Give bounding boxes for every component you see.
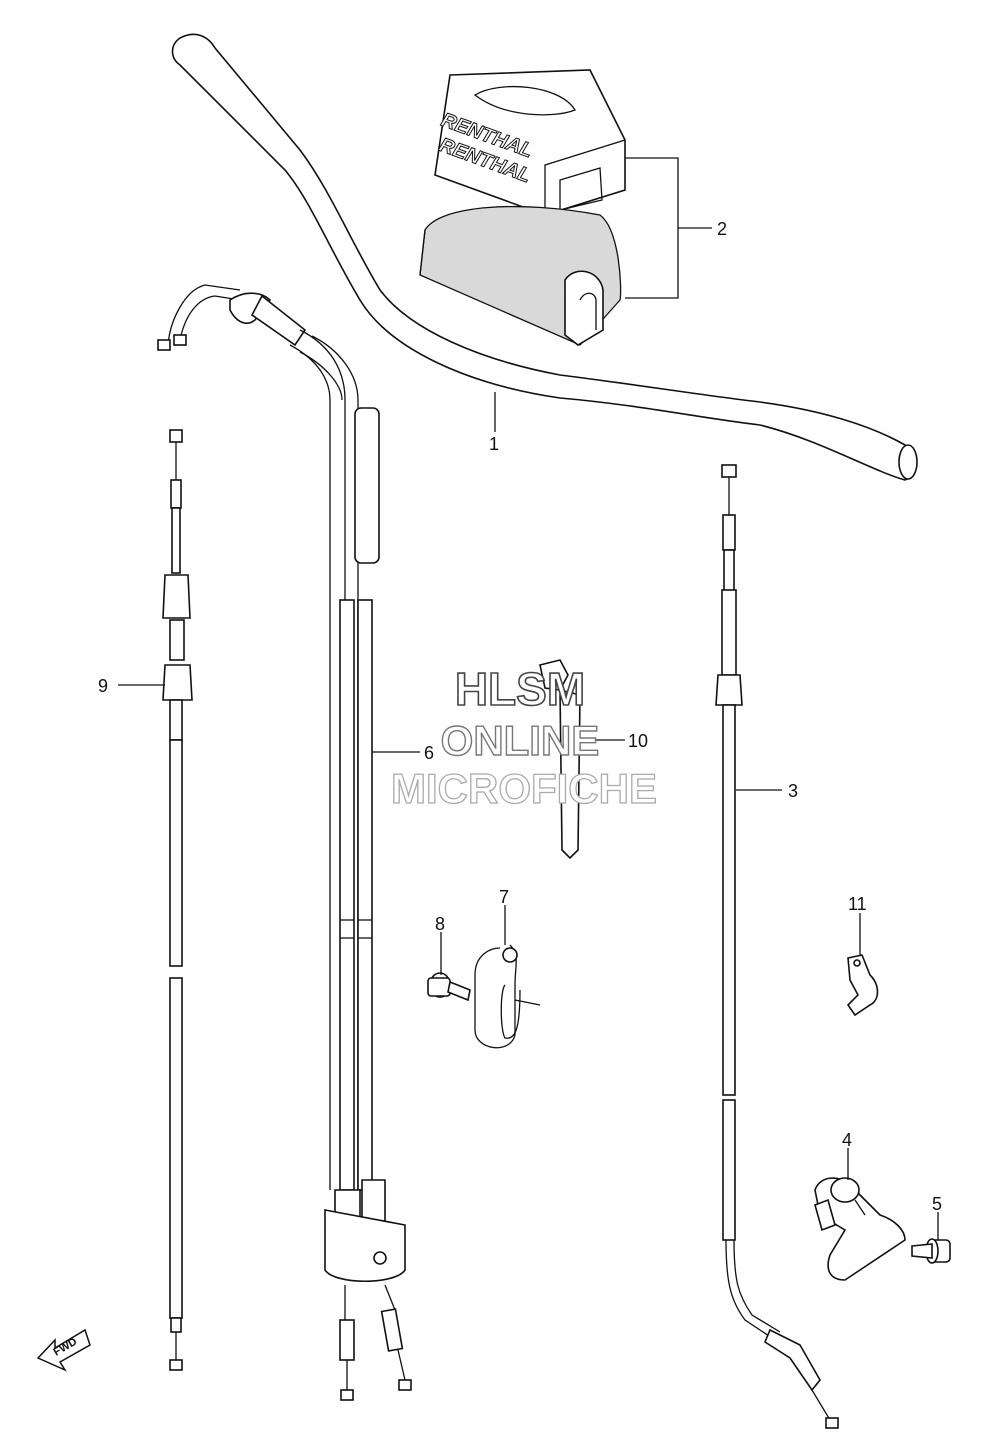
handlebar-pad-cover[interactable]: RENTHAL RENTHAL: [434, 69, 626, 216]
handlebar-pad-foam[interactable]: [419, 205, 622, 346]
callout-2: 2: [717, 219, 727, 239]
cable-adjuster-threads: [764, 1328, 821, 1392]
callout-bracket-2: [625, 157, 679, 299]
cable-tie[interactable]: [539, 659, 581, 860]
bolt-8[interactable]: [427, 972, 471, 1002]
callout-6: 6: [424, 743, 434, 763]
watermark: HLSM ONLINE MICROFICHE: [390, 662, 657, 812]
cable-guide[interactable]: [474, 944, 541, 1049]
handlebar[interactable]: [171, 33, 918, 481]
callout-9: 9: [98, 676, 108, 696]
callout-8: 8: [435, 914, 445, 934]
adjuster-right: [380, 1308, 404, 1352]
cable-boot-upper: [354, 407, 380, 564]
forward-arrow-icon: FWD: [36, 1328, 91, 1372]
cable-bracket[interactable]: [814, 1177, 906, 1281]
callout-4: 4: [842, 1130, 852, 1150]
hot-start-cable[interactable]: [162, 429, 193, 1371]
cable-clamp[interactable]: [846, 954, 879, 1017]
callout-3: 3: [788, 781, 798, 801]
watermark-line-2: ONLINE: [441, 717, 600, 764]
callout-5: 5: [932, 1194, 942, 1214]
callout-11: 11: [848, 894, 867, 914]
bolt-5[interactable]: [911, 1238, 951, 1264]
pad-logo-graphic: [473, 85, 576, 116]
clutch-cable[interactable]: [715, 464, 839, 1429]
cable-junction-block: [324, 1209, 406, 1283]
watermark-line-3: MICROFICHE: [391, 765, 657, 812]
callout-1: 1: [489, 434, 499, 454]
throttle-cable-assembly[interactable]: [157, 284, 412, 1401]
watermark-line-1: HLSM: [455, 663, 585, 715]
callout-10: 10: [628, 731, 648, 751]
adjuster-left: [339, 1319, 355, 1361]
handlebar-end: [898, 444, 918, 480]
cable-end-nipple: [157, 339, 171, 351]
callout-7: 7: [499, 887, 509, 907]
